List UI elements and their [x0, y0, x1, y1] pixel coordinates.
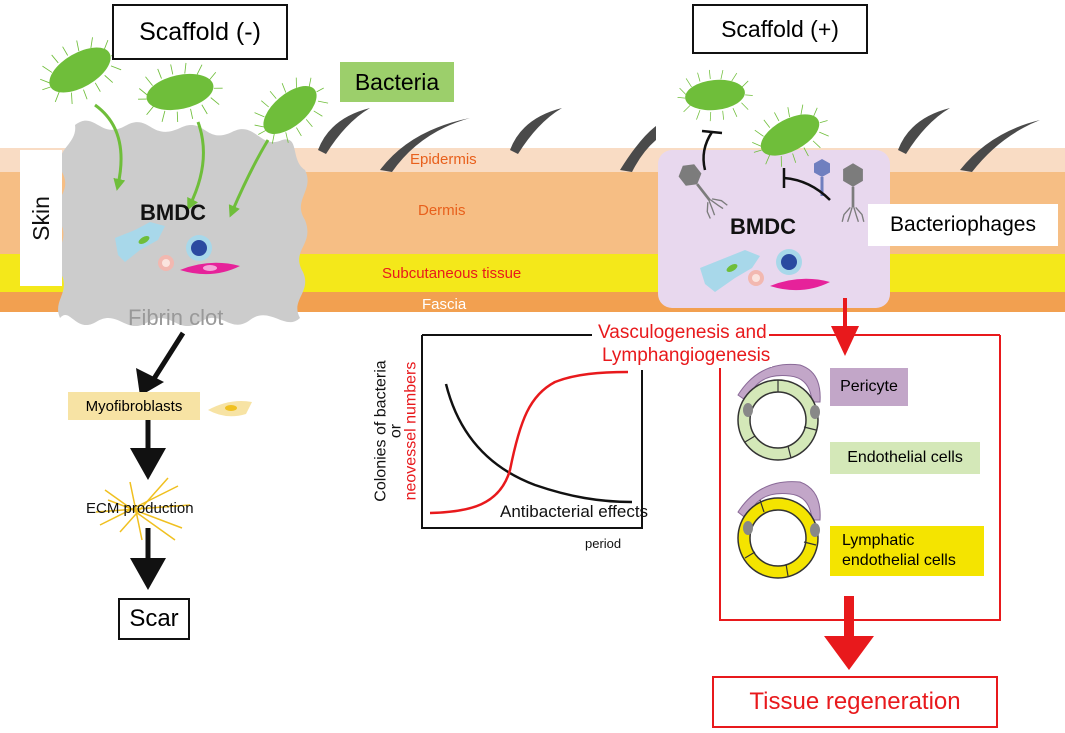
scaffold-pos-title: Scaffold (+)	[692, 4, 868, 54]
fibrin-clot-label: Fibrin clot	[128, 305, 224, 330]
ecm-fibers	[95, 477, 191, 541]
endothelial-label: Endothelial cells	[830, 442, 980, 474]
red-arrowhead-top	[831, 326, 859, 356]
lymphangiogenesis-label: Lymphangiogenesis	[600, 345, 773, 367]
bacteria-entry-arrows	[94, 103, 270, 218]
skin-label: Skin	[27, 195, 54, 241]
pericyte-label: Pericyte	[830, 368, 908, 406]
left-chain-arrows	[130, 331, 186, 590]
graph	[421, 334, 643, 529]
scar-box: Scar	[118, 598, 190, 640]
graph-ylabel-red: neovessel numbers	[402, 361, 420, 501]
ecm-label: ECM production	[86, 500, 194, 517]
bmdc-right-label: BMDC	[730, 214, 796, 239]
bmdc-left-label: BMDC	[140, 200, 206, 225]
cells-right	[700, 249, 830, 292]
myofibroblasts-label: Myofibroblasts	[68, 392, 200, 420]
fascia-label: Fascia	[422, 296, 467, 313]
blood-vessel	[737, 363, 821, 461]
lymphatic-label: Lymphatic endothelial cells	[830, 526, 984, 576]
bacteria-label: Bacteria	[340, 62, 454, 102]
tissue-regeneration-box: Tissue regeneration	[712, 676, 998, 728]
bacteriophages-label: Bacteriophages	[868, 204, 1058, 246]
lymphatic-label-line1: Lymphatic	[842, 532, 915, 549]
inhibition-marks	[701, 129, 831, 201]
vasculogenesis-label: Vasculogenesis and	[596, 322, 769, 344]
lymphatic-vessel	[737, 481, 821, 579]
cells-left	[115, 222, 240, 275]
graph-ylabel-or: or	[387, 423, 405, 439]
epidermis-label: Epidermis	[410, 151, 477, 168]
scaffold-neg-title: Scaffold (-)	[112, 4, 288, 60]
skin-label-box: Skin	[20, 150, 62, 286]
graph-ylabel-top: Colonies of bacteria	[372, 360, 390, 502]
lymphatic-label-line2: endothelial cells	[842, 552, 956, 569]
antibacterial-effects-label: Antibacterial effects	[500, 502, 649, 521]
red-arrowhead-bottom	[824, 636, 874, 670]
myofibroblast-nucleus	[225, 405, 237, 411]
hairs	[318, 108, 1040, 172]
graph-xlabel: period	[585, 536, 622, 551]
dermis-label: Dermis	[418, 202, 466, 219]
subcutaneous-label: Subcutaneous tissue	[382, 265, 522, 282]
